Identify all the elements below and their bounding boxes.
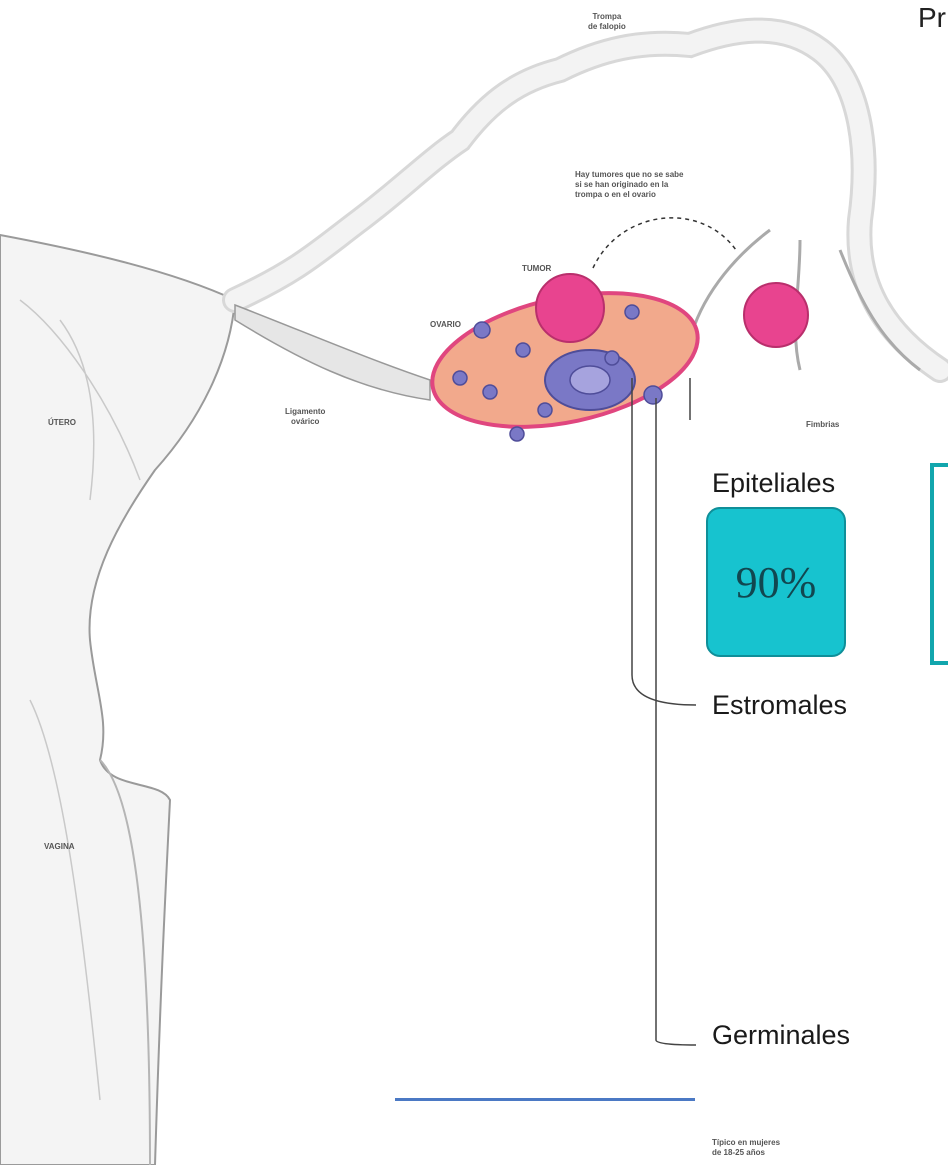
ovary-label: OVARIO [430,320,461,330]
ovarian-ligament-illustration [235,305,430,400]
connector-lines [632,378,696,1045]
stromal-label: Estromales [712,690,847,721]
partial-title: Pr [918,2,946,34]
uterus-label: ÚTERO [48,418,76,428]
bracket-marker [930,463,948,665]
uterus-illustration [0,235,235,1165]
epithelial-label: Epiteliales [712,468,835,499]
germinal-label: Germinales [712,1020,850,1051]
tumor-note-label: Hay tumores que no se sabe si se han ori… [575,170,683,200]
tumor-label: TUMOR [522,264,551,274]
vagina-label: VAGINA [44,842,75,852]
fimbriae-label: Fimbrias [806,420,839,430]
ovarian-ligament-label: Ligamento ovárico [285,407,325,427]
bottom-strip [395,1098,695,1101]
fallopian-tube-label: Trompa de falopio [588,12,626,32]
epithelial-percent-value: 90% [736,557,817,608]
age-note-label: Típico en mujeres de 18-25 años [712,1138,780,1158]
epithelial-percent-badge: 90% [706,507,846,657]
